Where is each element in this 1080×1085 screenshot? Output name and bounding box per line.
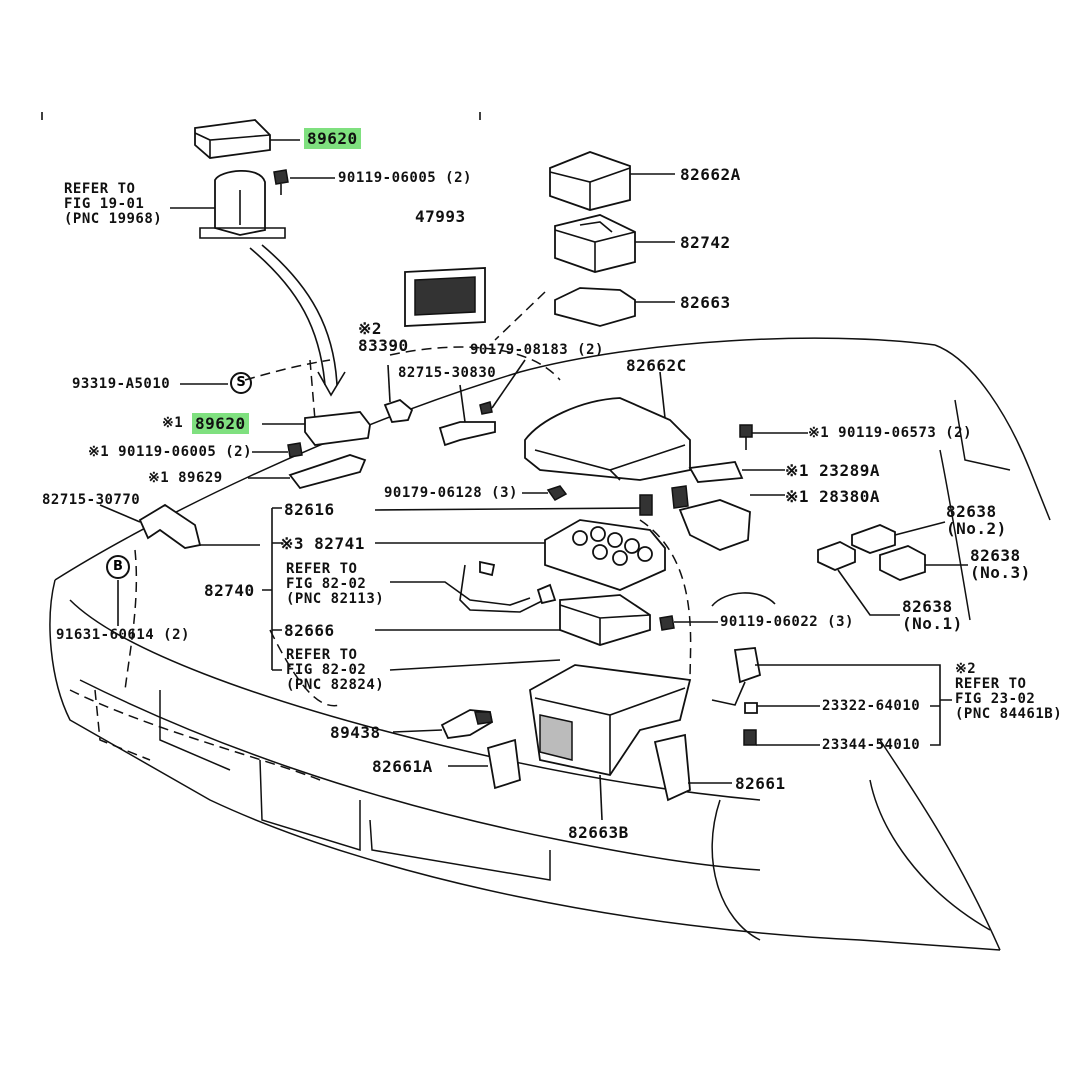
part-82715-30830 [438, 421, 496, 447]
part-23322 [744, 702, 758, 714]
part-89629 [288, 454, 367, 490]
label-23289A: ※1 23289A [785, 461, 880, 480]
label-90179-08183: 90179-08183 (2) [470, 342, 604, 358]
label-90119-06005-mid: ※1 90119-06005 (2) [88, 444, 253, 460]
label-91631-60614: 91631-60614 (2) [56, 627, 190, 643]
part-82661 [653, 733, 691, 802]
corner-tick [41, 112, 481, 120]
part-82741 [544, 519, 666, 591]
part-23344 [743, 729, 757, 746]
circle-s-marker: S [230, 372, 252, 394]
part-28380A [671, 485, 751, 551]
part-82661A [486, 738, 521, 790]
bolt-mid [287, 442, 303, 458]
label-82666: 82666 [284, 621, 335, 640]
label-82742: 82742 [680, 233, 731, 252]
fuse-82616 [639, 494, 653, 516]
label-82663: 82663 [680, 293, 731, 312]
label-89629: ※1 89629 [148, 470, 223, 486]
label-90119-06022: 90119-06022 (3) [720, 614, 854, 630]
label-28380A: ※1 28380A [785, 487, 880, 506]
part-89438 [440, 709, 494, 739]
part-82638-no3 [879, 545, 926, 581]
arrow-curve [249, 247, 326, 386]
label-refer-fig-82-02-b: REFER TO FIG 82-02 (PNC 82824) [286, 647, 385, 693]
label-82616: 82616 [284, 500, 335, 519]
label-82662A: 82662A [680, 165, 741, 184]
label-90179-06128: 90179-06128 (3) [384, 485, 518, 501]
bolt-90119-06022 [659, 615, 675, 631]
label-82662C: 82662C [626, 356, 687, 375]
label-23344-54010: 23344-54010 [822, 737, 921, 753]
wiring-82113 [459, 564, 549, 613]
label-89620-mid: 89620 [192, 413, 249, 434]
bolt-90119-06573 [739, 424, 753, 438]
part-82742 [554, 214, 636, 273]
label-82715-30770: 82715-30770 [42, 492, 141, 508]
label-82663B: 82663B [568, 823, 629, 842]
part-82663B [529, 664, 692, 777]
label-82638-no3: 82638 (No.3) [970, 546, 1031, 582]
label-82661A: 82661A [372, 757, 433, 776]
label-23322-64010: 23322-64010 [822, 698, 921, 714]
part-82663 [554, 287, 636, 327]
part-82662C [524, 397, 691, 481]
label-82638-no2: 82638 (No.2) [946, 502, 1007, 538]
label-82661: 82661 [735, 774, 786, 793]
nut-90179-08183 [479, 401, 493, 415]
part-82666 [559, 594, 651, 646]
part-82715-30770 [138, 503, 202, 549]
circle-b-marker: B [106, 555, 130, 579]
part-82638-no1 [817, 541, 856, 571]
label-82741: ※3 82741 [280, 534, 365, 553]
part-bracket-19968 [199, 169, 286, 239]
bolt-top [273, 169, 289, 195]
part-83390 [383, 398, 414, 423]
label-89438: 89438 [330, 723, 381, 742]
label-47993: 47993 [415, 207, 466, 226]
arrow-head [317, 371, 346, 397]
label-82740: 82740 [204, 581, 255, 600]
label-90119-06573: ※1 90119-06573 (2) [808, 425, 973, 441]
part-23289A [688, 461, 744, 483]
label-refer-fig-23-02: ※2 REFER TO FIG 23-02 (PNC 84461B) [955, 661, 1063, 722]
part-89620-top [194, 119, 271, 159]
part-82638-no2 [851, 524, 896, 554]
label-mark1: ※1 [162, 415, 184, 431]
label-89620-top: 89620 [304, 128, 361, 149]
part-47993 [404, 267, 486, 327]
nut-90179-06128 [546, 485, 568, 501]
label-90119-06005-top: 90119-06005 (2) [338, 170, 472, 186]
car-body-outline [49, 337, 1051, 951]
group-bracket-82740 [262, 507, 282, 671]
label-refer-fig-19-01: REFER TO FIG 19-01 (PNC 19968) [64, 181, 163, 227]
part-89620-mid [304, 411, 371, 446]
label-83390: ※2 83390 [358, 319, 409, 355]
label-82715-30830: 82715-30830 [398, 365, 497, 381]
label-93319-A5010: 93319-A5010 [72, 376, 171, 392]
label-refer-fig-82-02-a: REFER TO FIG 82-02 (PNC 82113) [286, 561, 385, 607]
group-bracket-right [755, 664, 952, 746]
label-82638-no1: 82638 (No.1) [902, 597, 963, 633]
part-84461B [711, 647, 762, 706]
part-82662A [549, 151, 631, 211]
